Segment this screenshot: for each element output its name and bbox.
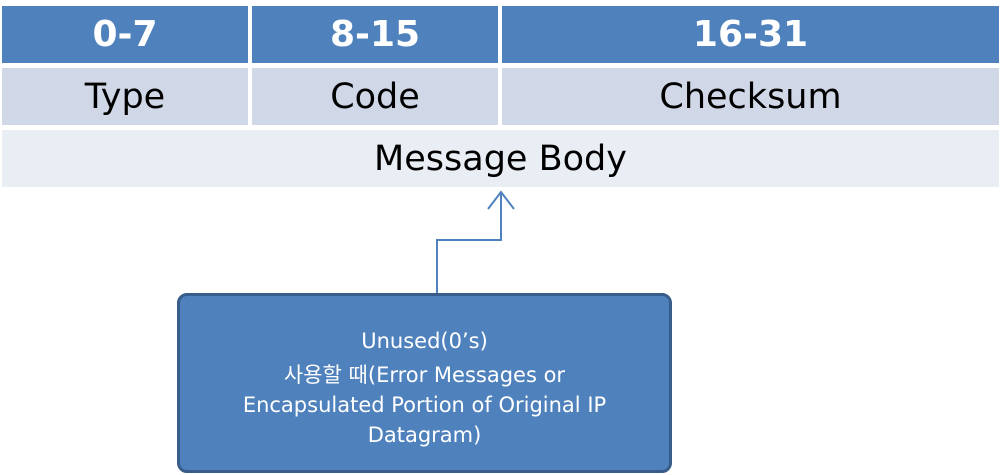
callout-line-2: 사용할 때(Error Messages or bbox=[283, 363, 566, 387]
callout-line-3: Encapsulated Portion of Original IP bbox=[242, 393, 607, 417]
callout-line-1: Unused(0’s) bbox=[361, 329, 488, 353]
callout-line-4: Datagram) bbox=[367, 423, 482, 447]
field-checksum: Checksum bbox=[502, 68, 999, 125]
bit-range-16-31: 16-31 bbox=[502, 6, 999, 63]
field-code: Code bbox=[252, 68, 498, 125]
arrowhead-icon bbox=[487, 190, 515, 210]
connector-line bbox=[436, 192, 502, 294]
bit-range-8-15: 8-15 bbox=[252, 6, 498, 63]
field-message-body: Message Body bbox=[2, 130, 999, 187]
bit-range-0-7: 0-7 bbox=[2, 6, 248, 63]
unused-callout: Unused(0’s) 사용할 때(Error Messages or Enca… bbox=[177, 293, 672, 473]
field-type: Type bbox=[2, 68, 248, 125]
